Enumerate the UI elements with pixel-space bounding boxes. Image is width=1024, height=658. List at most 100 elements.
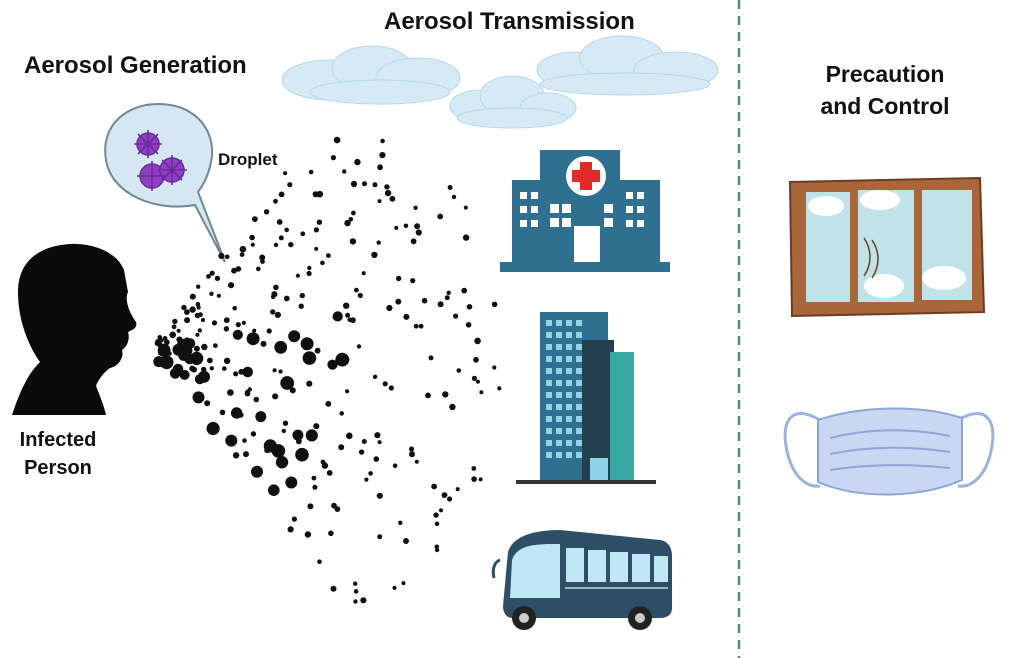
droplet-particle bbox=[357, 292, 363, 299]
droplet-particle bbox=[288, 241, 294, 248]
droplet-particle bbox=[361, 271, 366, 276]
droplet-particle bbox=[345, 312, 351, 318]
droplet-particle bbox=[274, 311, 281, 318]
droplet-particle bbox=[278, 235, 284, 241]
droplet-particle bbox=[216, 293, 221, 298]
droplet-particle bbox=[207, 357, 213, 364]
droplet-particle bbox=[250, 242, 255, 247]
office-window bbox=[576, 332, 582, 338]
droplet-particle bbox=[434, 521, 440, 527]
office-windows bbox=[546, 320, 582, 458]
droplet-particle bbox=[377, 164, 383, 171]
droplet-particle bbox=[233, 371, 239, 377]
droplet-particle bbox=[235, 266, 242, 272]
droplet-particle bbox=[421, 297, 428, 304]
droplet-particle bbox=[314, 246, 319, 251]
droplet-particle bbox=[471, 466, 477, 471]
droplet-particle bbox=[272, 393, 279, 400]
droplet-particle bbox=[410, 278, 416, 284]
droplet-particle bbox=[209, 366, 214, 371]
office-window bbox=[556, 380, 562, 386]
droplet-particle bbox=[214, 275, 221, 281]
droplet-particle bbox=[255, 411, 267, 423]
droplet-particle bbox=[274, 340, 288, 354]
droplet-particle bbox=[232, 452, 240, 459]
office-window bbox=[556, 452, 562, 458]
office-window bbox=[566, 320, 572, 326]
droplet-particle bbox=[190, 351, 204, 365]
droplet-particle bbox=[275, 456, 289, 469]
droplet-particle bbox=[179, 369, 190, 380]
droplet-particle bbox=[305, 429, 318, 442]
infected-label-line1: Infected bbox=[19, 429, 97, 451]
droplet-particle bbox=[181, 304, 187, 311]
droplet-particle bbox=[447, 496, 453, 502]
droplet-particle bbox=[361, 439, 367, 444]
droplet-particle bbox=[396, 275, 402, 282]
droplet-particle bbox=[155, 338, 162, 345]
droplet-particle bbox=[243, 451, 249, 458]
droplet-particle bbox=[441, 492, 448, 498]
droplet-particle bbox=[377, 440, 382, 445]
droplet-particle bbox=[196, 305, 201, 310]
office-window bbox=[566, 368, 572, 374]
droplet-particle bbox=[266, 328, 272, 334]
droplet-particle bbox=[172, 318, 178, 325]
cloud-icon bbox=[281, 45, 461, 105]
office-window bbox=[576, 452, 582, 458]
droplet-particle bbox=[268, 484, 280, 497]
office-window bbox=[546, 320, 552, 326]
droplet-particle bbox=[246, 332, 260, 346]
aerosol-droplets bbox=[153, 136, 502, 604]
droplet-particle bbox=[374, 432, 381, 439]
office-window bbox=[566, 332, 572, 338]
droplet-particle bbox=[372, 374, 378, 379]
office-window bbox=[566, 344, 572, 350]
droplet-particle bbox=[376, 240, 381, 245]
droplet-particle bbox=[334, 506, 341, 512]
droplet-particle bbox=[371, 251, 378, 259]
droplet-particle bbox=[418, 323, 424, 329]
office-window bbox=[546, 452, 552, 458]
droplet-particle bbox=[314, 347, 321, 354]
droplet-particle bbox=[326, 402, 331, 407]
droplet-particle bbox=[392, 463, 398, 469]
droplet-particle bbox=[451, 194, 457, 200]
droplet-particle bbox=[194, 312, 201, 319]
droplet-particle bbox=[414, 223, 421, 230]
droplet-particle bbox=[223, 317, 230, 324]
droplet-particle bbox=[282, 420, 289, 426]
droplet-particle bbox=[449, 403, 456, 411]
office-window bbox=[556, 428, 562, 434]
droplet-particle bbox=[455, 487, 460, 492]
droplet-particle bbox=[335, 352, 350, 367]
droplet-particle bbox=[307, 503, 314, 510]
office-window bbox=[566, 440, 572, 446]
droplet-particle bbox=[195, 332, 200, 337]
office-window bbox=[576, 404, 582, 410]
droplet-particle bbox=[425, 392, 431, 399]
droplet-particle bbox=[158, 350, 163, 356]
droplet-particle bbox=[232, 329, 243, 340]
office-window bbox=[556, 440, 562, 446]
droplet-particle bbox=[289, 387, 296, 394]
office-window bbox=[556, 344, 562, 350]
droplet-particle bbox=[312, 191, 319, 198]
virus-spikes bbox=[134, 130, 187, 191]
droplet-particle bbox=[353, 589, 359, 594]
office-window bbox=[556, 356, 562, 362]
droplet-particle bbox=[349, 238, 357, 245]
droplet-particle bbox=[308, 169, 314, 175]
droplet-particle bbox=[415, 229, 422, 236]
droplet-particle bbox=[213, 343, 218, 348]
droplet-particle bbox=[306, 270, 312, 277]
droplet-particle bbox=[287, 182, 293, 188]
droplet-particle bbox=[192, 391, 205, 404]
office-window bbox=[546, 404, 552, 410]
droplet-particle bbox=[392, 585, 397, 591]
droplet-particle bbox=[403, 538, 409, 544]
droplet-particle bbox=[326, 253, 331, 258]
droplet-particle bbox=[360, 597, 367, 604]
office-building-icon bbox=[516, 312, 656, 484]
droplet-particle bbox=[431, 483, 437, 490]
